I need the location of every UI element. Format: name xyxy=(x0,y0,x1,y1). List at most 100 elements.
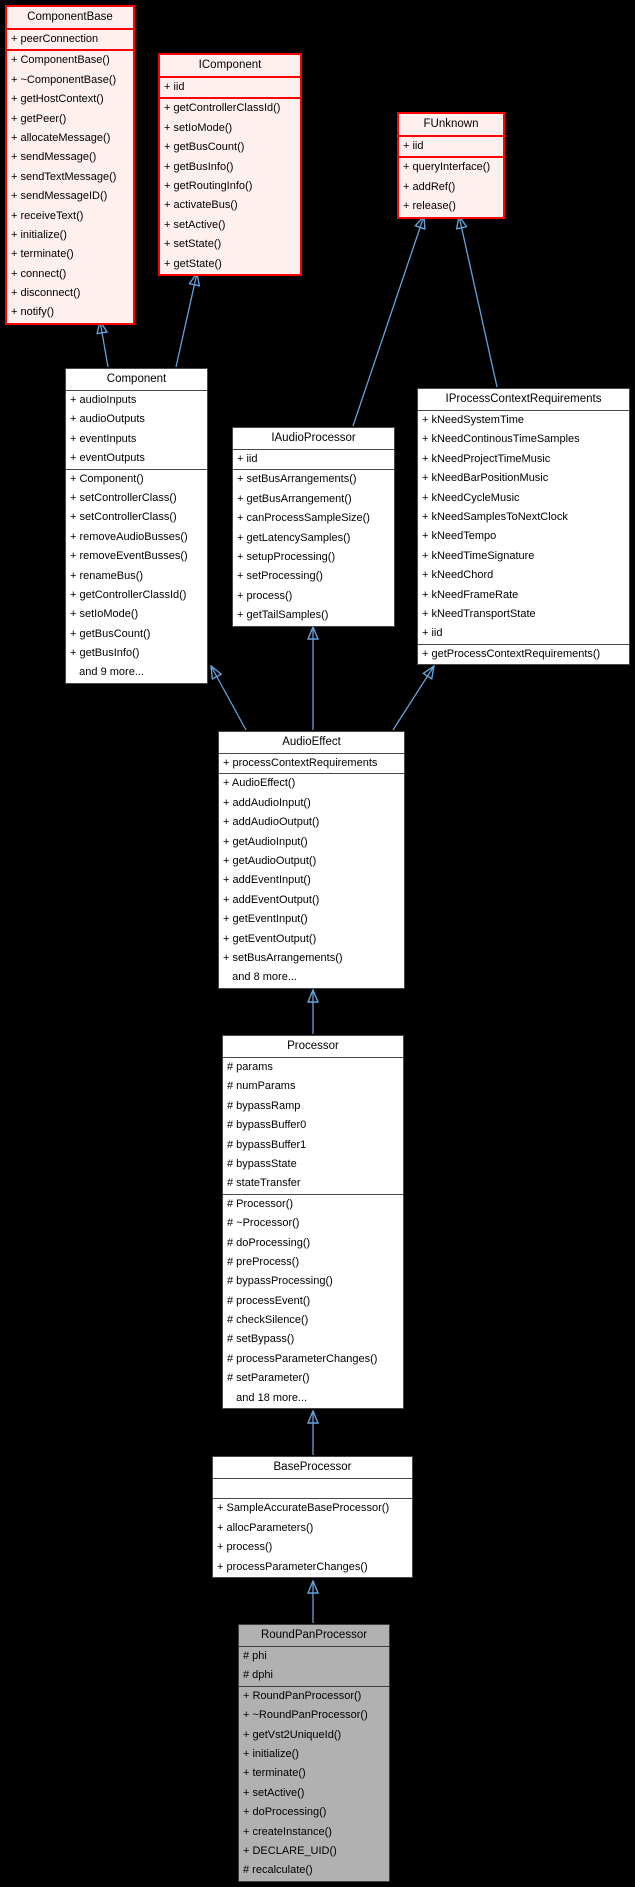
class-box-iaudioprocessor[interactable]: IAudioProcessor + iid + setBusArrangements… xyxy=(232,427,395,627)
class-box-audioeffect[interactable]: AudioEffect + processContextRequirements +… xyxy=(218,731,405,989)
method-row: + getControllerClassId() xyxy=(164,102,281,115)
method-row: + setActive() xyxy=(243,1786,305,1799)
class-box-iprocesscontextrequirements[interactable]: IProcessContextRequirements+ kNeedSystem… xyxy=(417,388,630,666)
attribute-row: + kNeedCycleMusic xyxy=(422,491,520,504)
method-row: + AudioEffect() xyxy=(223,777,296,790)
attributes-section: + iid xyxy=(399,135,503,156)
method-row: + addAudioOutput() xyxy=(223,816,320,829)
method-row: + ComponentBase() xyxy=(11,54,110,67)
class-title[interactable]: ComponentBase xyxy=(27,11,113,23)
method-row: + ~RoundPanProcessor() xyxy=(243,1709,368,1722)
inheritance-arrow-component-to-componentbase xyxy=(100,321,109,368)
attribute-row: # params xyxy=(227,1061,273,1073)
method-row: + getEventOutput() xyxy=(223,932,317,945)
method-row: + setState() xyxy=(164,238,222,251)
method-row: + release() xyxy=(403,200,456,213)
method-row: + Component() xyxy=(70,472,144,485)
attributes-section: + peerConnection xyxy=(7,28,133,49)
method-row: + getTailSamples() xyxy=(237,609,329,622)
attribute-row: + processContextRequirements xyxy=(223,757,378,769)
method-row: + process() xyxy=(237,589,293,602)
method-row: + processParameterChanges() xyxy=(217,1560,368,1573)
class-title[interactable]: IProcessContextRequirements xyxy=(445,393,602,405)
class-box-baseprocessor[interactable]: BaseProcessor+ SampleAccurateBaseProcess… xyxy=(212,1456,413,1578)
attribute-row: # bypassRamp xyxy=(227,1099,301,1112)
attributes-section: # phi# dphi xyxy=(239,1646,389,1686)
class-box-funknown[interactable]: FUnknown + iid + queryInterface() + addRef(… xyxy=(397,112,505,219)
method-row: + sendTextMessage() xyxy=(11,170,117,183)
method-row: and 18 more... xyxy=(227,1391,308,1404)
class-title[interactable]: BaseProcessor xyxy=(273,1461,352,1473)
method-row: # bypassProcessing() xyxy=(227,1275,333,1288)
class-box-roundpanprocessor[interactable]: RoundPanProcessor # phi# dphi + RoundPanPr… xyxy=(238,1624,390,1882)
methods-section: # Processor()# ~Processor()# doProcessin… xyxy=(223,1193,403,1408)
attribute-row: # bypassBuffer1 xyxy=(227,1138,307,1151)
attribute-row: + kNeedTimeSignature xyxy=(422,549,535,562)
class-box-component[interactable]: Component+ audioInputs+ audioOutputs+ ev… xyxy=(65,368,208,684)
attribute-row: + kNeedTransportState xyxy=(422,607,536,620)
class-title[interactable]: Processor xyxy=(287,1040,339,1052)
method-row: + connect() xyxy=(11,267,67,280)
method-row: # setBypass() xyxy=(227,1333,295,1346)
attribute-row: + iid xyxy=(403,140,424,152)
attribute-row: # stateTransfer xyxy=(227,1177,301,1190)
attribute-row: + kNeedBarPositionMusic xyxy=(422,472,549,485)
method-row: + getBusCount() xyxy=(164,141,245,154)
method-row: # doProcessing() xyxy=(227,1236,311,1249)
method-row: + removeAudioBusses() xyxy=(70,530,188,543)
methods-section: + AudioEffect()+ addAudioInput()+ addAud… xyxy=(219,773,404,987)
method-row: + removeEventBusses() xyxy=(70,550,188,563)
method-row: + activateBus() xyxy=(164,199,238,212)
attributes-section: + iid xyxy=(233,449,394,469)
attribute-row: # numParams xyxy=(227,1080,296,1093)
class-title[interactable]: Component xyxy=(106,373,167,385)
attribute-row xyxy=(213,1479,412,1498)
method-row: # recalculate() xyxy=(243,1864,313,1877)
methods-section: + getControllerClassId() + setIoMode() + g… xyxy=(160,97,300,274)
attribute-row: # dphi xyxy=(243,1669,273,1682)
method-row: + RoundPanProcessor() xyxy=(243,1689,362,1702)
method-row: + setControllerClass() xyxy=(70,511,177,524)
method-row: + getBusCount() xyxy=(70,627,151,640)
class-title[interactable]: IComponent xyxy=(198,59,262,71)
method-row: + queryInterface() xyxy=(403,161,491,174)
attribute-row: + kNeedSamplesToNextClock xyxy=(422,510,568,523)
class-box-icomponent[interactable]: IComponent+ iid+ getControllerClassId()+… xyxy=(158,53,302,276)
inheritance-arrow-iaudioprocessor-to-funknown xyxy=(352,216,424,427)
method-row: + allocParameters() xyxy=(217,1521,314,1534)
method-row: + addRef() xyxy=(403,180,456,193)
class-title[interactable]: AudioEffect xyxy=(282,736,341,748)
class-box-processor[interactable]: Processor # params # numParams # bypassRamp… xyxy=(222,1035,404,1410)
method-row: + renameBus() xyxy=(70,569,144,582)
class-title[interactable]: FUnknown xyxy=(423,118,479,130)
method-row: + getControllerClassId() xyxy=(70,588,187,601)
class-title[interactable]: RoundPanProcessor xyxy=(260,1629,368,1641)
attribute-row: + peerConnection xyxy=(11,33,99,45)
attribute-row: + kNeedContinousTimeSamples xyxy=(422,433,580,446)
methods-section: + ComponentBase()+ ~ComponentBase()+ get… xyxy=(7,49,133,322)
method-row: # checkSilence() xyxy=(227,1314,309,1327)
method-row: + DECLARE_UID() xyxy=(243,1844,337,1857)
inheritance-arrow-component-to-icomponent xyxy=(175,273,197,368)
method-row: + setControllerClass() xyxy=(70,491,177,504)
method-row: + setBusArrangements() xyxy=(237,473,357,486)
class-box-componentbase[interactable]: ComponentBase + peerConnection + Component… xyxy=(5,5,135,325)
attributes-section: + processContextRequirements xyxy=(219,753,404,773)
inheritance-arrow-iprocesscontextrequirements-to-funknown xyxy=(459,216,498,388)
method-row: + getAudioOutput() xyxy=(223,854,317,867)
class-title[interactable]: IAudioProcessor xyxy=(271,432,356,444)
method-row: + setIoMode() xyxy=(164,121,233,134)
attribute-row: + audioOutputs xyxy=(70,413,145,426)
method-row: + receiveText() xyxy=(11,209,84,222)
attribute-row: + eventOutputs xyxy=(70,452,145,465)
method-row: + getState() xyxy=(164,257,222,270)
method-row: + sendMessageID() xyxy=(11,190,108,203)
attribute-row: + kNeedProjectTimeMusic xyxy=(422,452,551,465)
method-row: # processEvent() xyxy=(227,1294,311,1307)
method-row: + setupProcessing() xyxy=(237,550,336,563)
method-row: + getPeer() xyxy=(11,112,67,125)
method-row: + getEventInput() xyxy=(223,913,308,926)
method-row: and 9 more... xyxy=(70,666,144,679)
method-row: + canProcessSampleSize() xyxy=(237,512,370,525)
attribute-row: + iid xyxy=(164,81,185,93)
